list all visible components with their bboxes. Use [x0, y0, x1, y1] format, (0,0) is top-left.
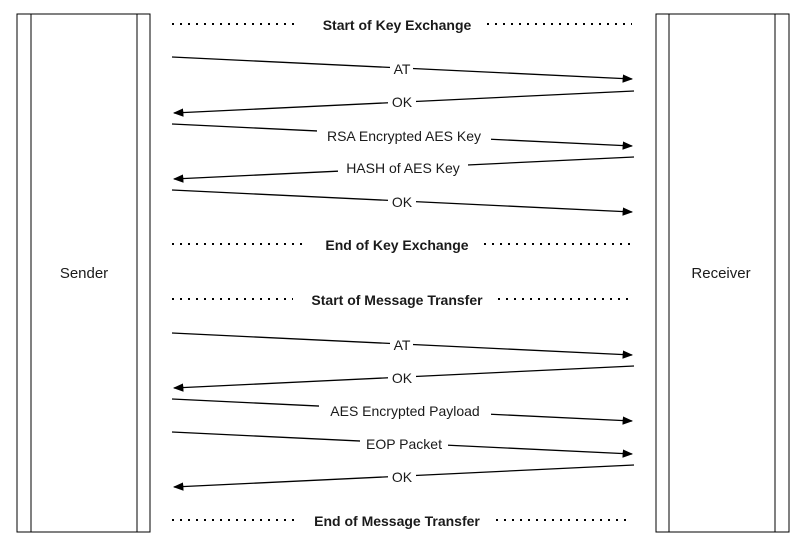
message-label: AT: [394, 337, 411, 353]
sender-box: Sender: [16, 13, 151, 533]
message-rsa-encrypted-aes-key: RSA Encrypted AES Key: [171, 123, 634, 150]
receiver-box: Receiver: [655, 13, 790, 533]
section-label: End of Key Exchange: [325, 237, 468, 253]
section-label: Start of Key Exchange: [323, 17, 472, 33]
section-start-key-exchange: Start of Key Exchange: [172, 17, 632, 33]
section-start-message-transfer: Start of Message Transfer: [172, 292, 632, 308]
message-label: OK: [392, 370, 413, 386]
message-label: OK: [392, 469, 413, 485]
section-end-key-exchange: End of Key Exchange: [172, 237, 632, 253]
message-label: OK: [392, 194, 413, 210]
receiver-label: Receiver: [691, 265, 750, 282]
message-ok-4: OK: [172, 464, 635, 491]
message-label: AES Encrypted Payload: [330, 403, 479, 419]
message-ok-1: OK: [172, 90, 635, 117]
section-end-message-transfer: End of Message Transfer: [172, 513, 632, 529]
sender-label: Sender: [60, 265, 108, 282]
section-label: Start of Message Transfer: [311, 292, 483, 308]
message-hash-of-aes-key: HASH of AES Key: [172, 156, 635, 183]
message-label: AT: [394, 61, 411, 77]
message-eop-packet: EOP Packet: [171, 431, 634, 458]
message-at-2: AT: [171, 332, 634, 359]
message-ok-3: OK: [172, 365, 635, 392]
message-label: OK: [392, 94, 413, 110]
section-label: End of Message Transfer: [314, 513, 480, 529]
message-ok-2: OK: [171, 189, 634, 216]
message-label: EOP Packet: [366, 436, 442, 452]
message-aes-encrypted-payload: AES Encrypted Payload: [171, 398, 634, 425]
message-at-1: AT: [171, 56, 634, 83]
message-label: RSA Encrypted AES Key: [327, 128, 481, 144]
message-label: HASH of AES Key: [346, 160, 460, 176]
